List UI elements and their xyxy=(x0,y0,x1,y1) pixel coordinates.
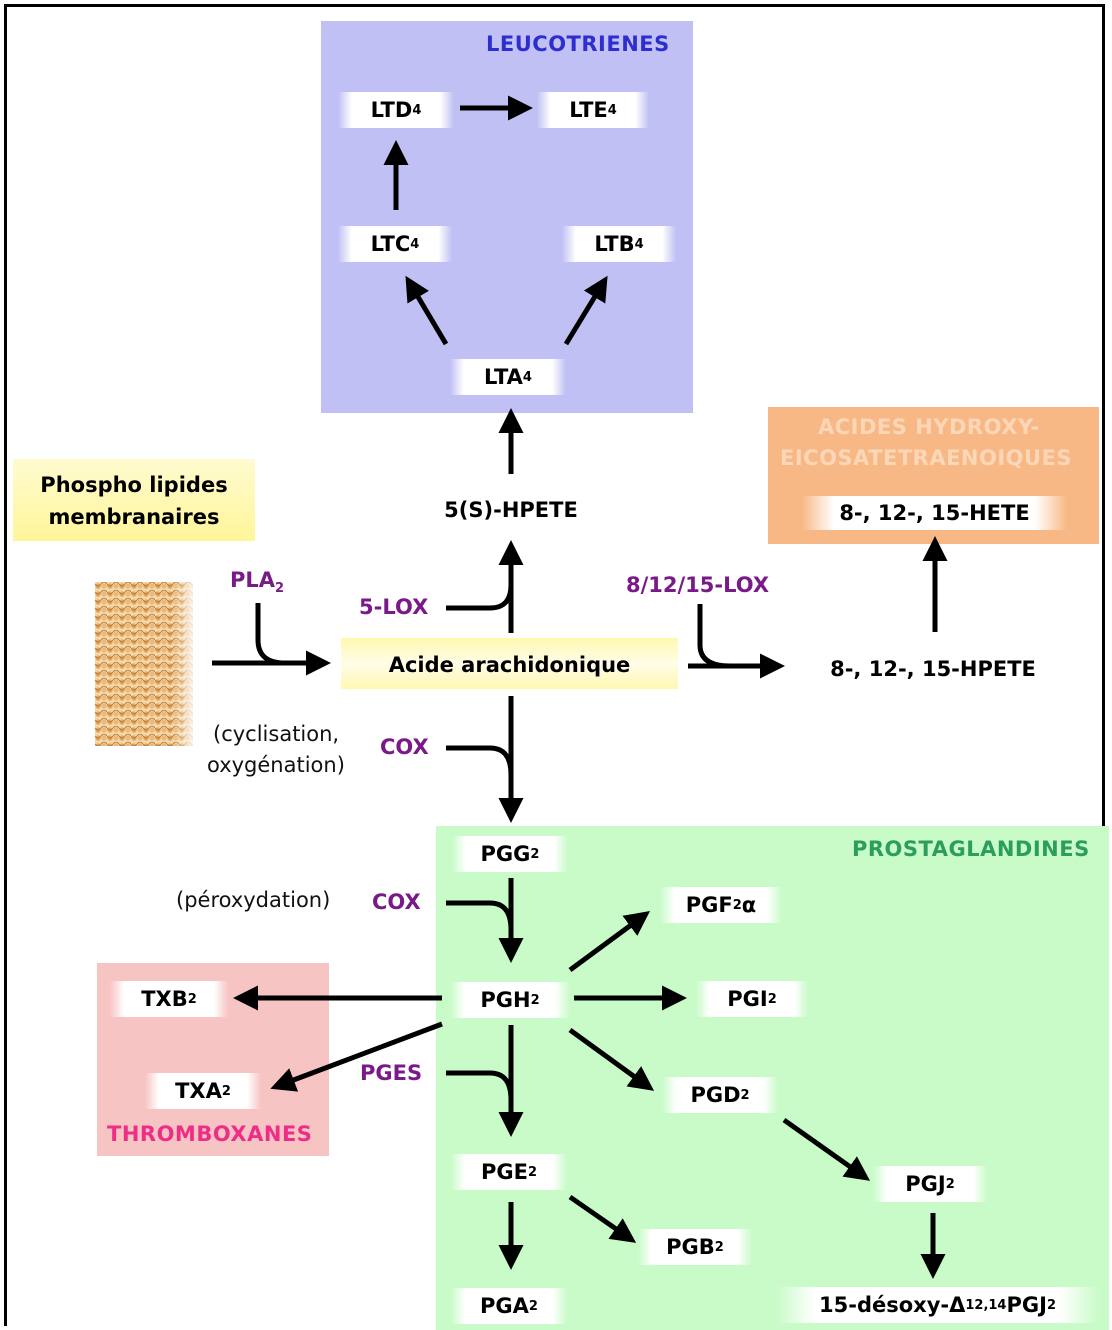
phospholipids-box xyxy=(13,459,255,541)
enzyme-cox-cyclisation: COX xyxy=(380,735,429,759)
hete-8-12-15-node: 8-, 12-, 15-HETE xyxy=(802,496,1067,530)
enzyme-5-lox: 5-LOX xyxy=(359,595,429,619)
arrow-lta-to-ltb xyxy=(563,275,608,346)
prostaglandins-title: PROSTAGLANDINES xyxy=(852,837,1090,861)
arrow-pgh-to-txa xyxy=(270,1021,443,1092)
enzyme-pges: PGES xyxy=(360,1061,423,1085)
enzyme-pla2: PLA2 xyxy=(230,568,285,597)
membrane-bilayer-image xyxy=(95,582,193,746)
arrow-lta-to-ltc xyxy=(405,275,449,346)
hook-8-12-15-lox xyxy=(697,604,731,669)
arrow-pgh-to-pgf xyxy=(568,911,651,973)
hook-cox-cyclisation xyxy=(446,745,514,776)
hete-title-line2: EICOSATETRAENOIQUES xyxy=(780,446,1073,470)
diagram-frame xyxy=(4,4,1105,1326)
arrow-pgd-to-pgj xyxy=(782,1117,871,1181)
phospholipids-label-line1: Phospho lipides xyxy=(40,473,228,497)
arrow-pgh-to-pgd xyxy=(568,1027,655,1091)
enzyme-8-12-15-lox: 8/12/15-LOX xyxy=(626,573,770,597)
arachidonic-acid-node: Acide arachidonique xyxy=(388,653,631,677)
note-cyclisation-line1: (cyclisation, xyxy=(213,722,340,746)
enzyme-cox-peroxidation: COX xyxy=(372,890,421,914)
hook-pges xyxy=(446,1070,514,1101)
hete-title-line1: ACIDES HYDROXY- xyxy=(818,415,1040,439)
phospholipids-label-line2: membranaires xyxy=(48,505,220,529)
hpete-5s-node: 5(S)-HPETE xyxy=(444,498,578,522)
note-peroxydation: (péroxydation) xyxy=(176,888,331,912)
thromboxanes-title: THROMBOXANES xyxy=(107,1122,313,1146)
hook-cox-peroxidation xyxy=(446,900,514,931)
leukotrienes-region xyxy=(321,21,693,413)
arachidonic-acid-band xyxy=(341,638,678,689)
leukotrienes-title: LEUCOTRIENES xyxy=(486,32,670,56)
hook-5lox xyxy=(446,584,514,611)
arrow-pge-to-pgb xyxy=(568,1194,637,1243)
hook-pla2 xyxy=(255,603,286,666)
note-cyclisation-line2: oxygénation) xyxy=(207,753,345,777)
hpete-8-12-15-node: 8-, 12-, 15-HPETE xyxy=(797,652,1069,686)
